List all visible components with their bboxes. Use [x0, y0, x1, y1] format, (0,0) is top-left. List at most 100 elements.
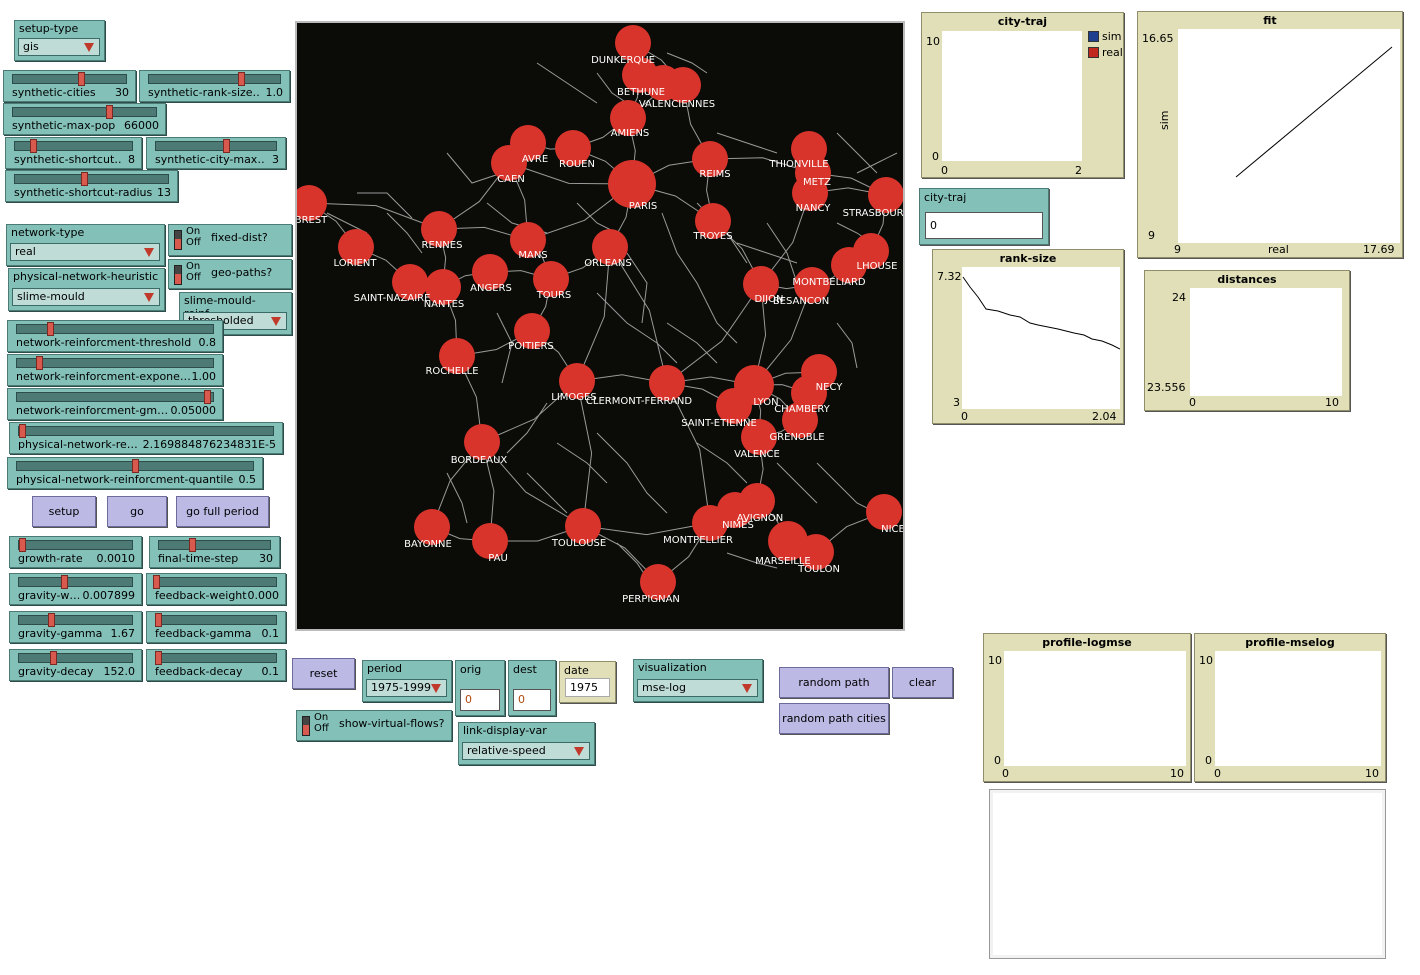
toggle-icon[interactable] — [174, 230, 182, 250]
slider-knob[interactable] — [105, 105, 113, 119]
slider-knob[interactable] — [18, 424, 26, 438]
physical-network-reinforcment-quantile-slider[interactable]: physical-network-reinforcment-quantile 0… — [7, 457, 263, 489]
city-node[interactable] — [739, 483, 775, 519]
slider-knob[interactable] — [204, 390, 212, 404]
toggle-icon[interactable] — [174, 265, 182, 285]
random-path-button[interactable]: random path — [779, 667, 889, 698]
slider-knob[interactable] — [189, 538, 197, 552]
synthetic-max-pop-slider[interactable]: synthetic-max-pop 66000 — [3, 103, 166, 135]
city-node[interactable] — [608, 160, 656, 208]
slider-knob[interactable] — [35, 356, 43, 370]
physical-network-heuristic-chooser[interactable]: physical-network-heuristic slime-mould — [8, 268, 165, 311]
city-node[interactable] — [392, 264, 428, 300]
city-node[interactable] — [592, 229, 628, 265]
setup-type-chooser[interactable]: setup-type gis — [14, 20, 105, 61]
network-reinforcment-gmax-slider[interactable]: network-reinforcment-gm… 0.05000 — [7, 388, 223, 420]
city-node[interactable] — [798, 534, 834, 570]
city-node[interactable] — [645, 65, 681, 101]
slider-knob[interactable] — [77, 72, 85, 86]
synthetic-cities-slider[interactable]: synthetic-cities-… 30 — [3, 70, 136, 102]
period-chooser[interactable]: period 1975-1999 — [362, 660, 452, 702]
reset-button[interactable]: reset — [292, 658, 355, 689]
period-select[interactable]: 1975-1999 — [366, 679, 447, 697]
city-node[interactable] — [510, 222, 546, 258]
city-node[interactable] — [439, 338, 475, 374]
city-node[interactable] — [472, 523, 508, 559]
slider-knob[interactable] — [47, 322, 55, 336]
slider-knob[interactable] — [19, 538, 27, 552]
city-node[interactable] — [695, 203, 731, 239]
city-node[interactable] — [640, 564, 676, 600]
output-area[interactable] — [989, 789, 1386, 959]
city-node[interactable] — [741, 419, 777, 455]
slider-knob[interactable] — [49, 651, 57, 665]
city-node[interactable] — [425, 269, 461, 305]
city-node[interactable] — [559, 363, 595, 399]
city-node[interactable] — [615, 25, 651, 61]
setup-button[interactable]: setup — [32, 496, 96, 527]
link-display-var-chooser[interactable]: link-display-var relative-speed — [458, 722, 595, 765]
network-reinforcment-threshold-slider[interactable]: network-reinforcment-threshold 0.8 — [7, 320, 223, 352]
network-type-select[interactable]: real — [10, 243, 160, 261]
physical-network-heuristic-select[interactable]: slime-mould — [12, 288, 160, 306]
city-node[interactable] — [338, 229, 374, 265]
link-display-var-select[interactable]: relative-speed — [462, 742, 590, 760]
fixed-dist-switch[interactable]: On Off fixed-dist? — [168, 224, 292, 256]
slider-knob[interactable] — [80, 172, 88, 186]
orig-input[interactable]: 0 — [460, 689, 500, 711]
feedback-gamma-slider[interactable]: feedback-gamma 0.1 — [146, 611, 286, 643]
city-node[interactable] — [514, 313, 550, 349]
network-type-chooser[interactable]: network-type real — [6, 224, 165, 266]
city-node[interactable] — [491, 145, 527, 181]
go-full-period-button[interactable]: go full period — [176, 496, 269, 527]
visualization-chooser[interactable]: visualization mse-log — [633, 659, 763, 702]
setup-type-select[interactable]: gis — [18, 38, 100, 56]
toggle-icon[interactable] — [302, 716, 310, 736]
physical-network-re-slider[interactable]: physical-network-re… 2.169884876234831E-… — [9, 422, 283, 454]
slider-knob[interactable] — [155, 651, 163, 665]
go-button[interactable]: go — [107, 496, 167, 527]
synthetic-shortcut-slider[interactable]: synthetic-shortcut… 8 — [5, 137, 142, 169]
city-node[interactable] — [868, 177, 903, 213]
city-node[interactable] — [649, 365, 685, 401]
growth-rate-slider[interactable]: growth-rate 0.0010 — [9, 536, 142, 568]
city-node[interactable] — [421, 211, 457, 247]
geo-paths-switch[interactable]: On Off geo-paths? — [168, 259, 292, 289]
city-traj-input[interactable]: 0 — [925, 212, 1043, 239]
slider-knob[interactable] — [155, 613, 163, 627]
clear-button[interactable]: clear — [892, 667, 953, 698]
slider-knob[interactable] — [29, 139, 37, 153]
gravity-decay-slider[interactable]: gravity-decay 152.0 — [9, 649, 142, 681]
random-path-cities-button[interactable]: random path cities — [779, 703, 889, 734]
city-node[interactable] — [768, 521, 808, 561]
city-node[interactable] — [297, 185, 327, 221]
synthetic-rank-size-slider[interactable]: synthetic-rank-size… 1.0 — [139, 70, 290, 102]
slider-knob[interactable] — [132, 459, 139, 473]
feedback-weight-slider[interactable]: feedback-weight 0.000 — [146, 573, 286, 605]
slider-knob[interactable] — [47, 613, 55, 627]
slider-knob[interactable] — [61, 575, 69, 589]
city-node[interactable] — [692, 141, 728, 177]
city-node[interactable] — [743, 266, 779, 302]
city-node[interactable] — [464, 424, 500, 460]
city-node[interactable] — [555, 130, 591, 166]
city-node[interactable] — [831, 247, 867, 283]
show-virtual-flows-switch[interactable]: On Off show-virtual-flows? — [296, 710, 452, 741]
synthetic-shortcut-radius-slider[interactable]: synthetic-shortcut-radius 13 — [5, 170, 178, 202]
city-node[interactable] — [533, 261, 569, 297]
final-time-step-slider[interactable]: final-time-step 30 — [149, 536, 280, 568]
city-node[interactable] — [794, 267, 830, 303]
visualization-select[interactable]: mse-log — [637, 679, 758, 697]
slime-mould-reinf-chooser[interactable]: slime-mould-reinf… thresholded — [179, 292, 292, 335]
city-node[interactable] — [782, 402, 818, 438]
gravity-gamma-slider[interactable]: gravity-gamma 1.67 — [9, 611, 142, 643]
slider-knob[interactable] — [222, 139, 230, 153]
synthetic-city-max-slider[interactable]: synthetic-city-max… 3 — [146, 137, 286, 169]
city-node[interactable] — [792, 175, 828, 211]
slider-knob[interactable] — [153, 575, 160, 589]
slider-knob[interactable] — [237, 72, 245, 86]
city-node[interactable] — [610, 100, 646, 136]
city-node[interactable] — [866, 494, 902, 530]
network-reinforcment-exponent-slider[interactable]: network-reinforcment-expone… 1.00 — [7, 354, 223, 386]
city-node[interactable] — [716, 388, 752, 424]
